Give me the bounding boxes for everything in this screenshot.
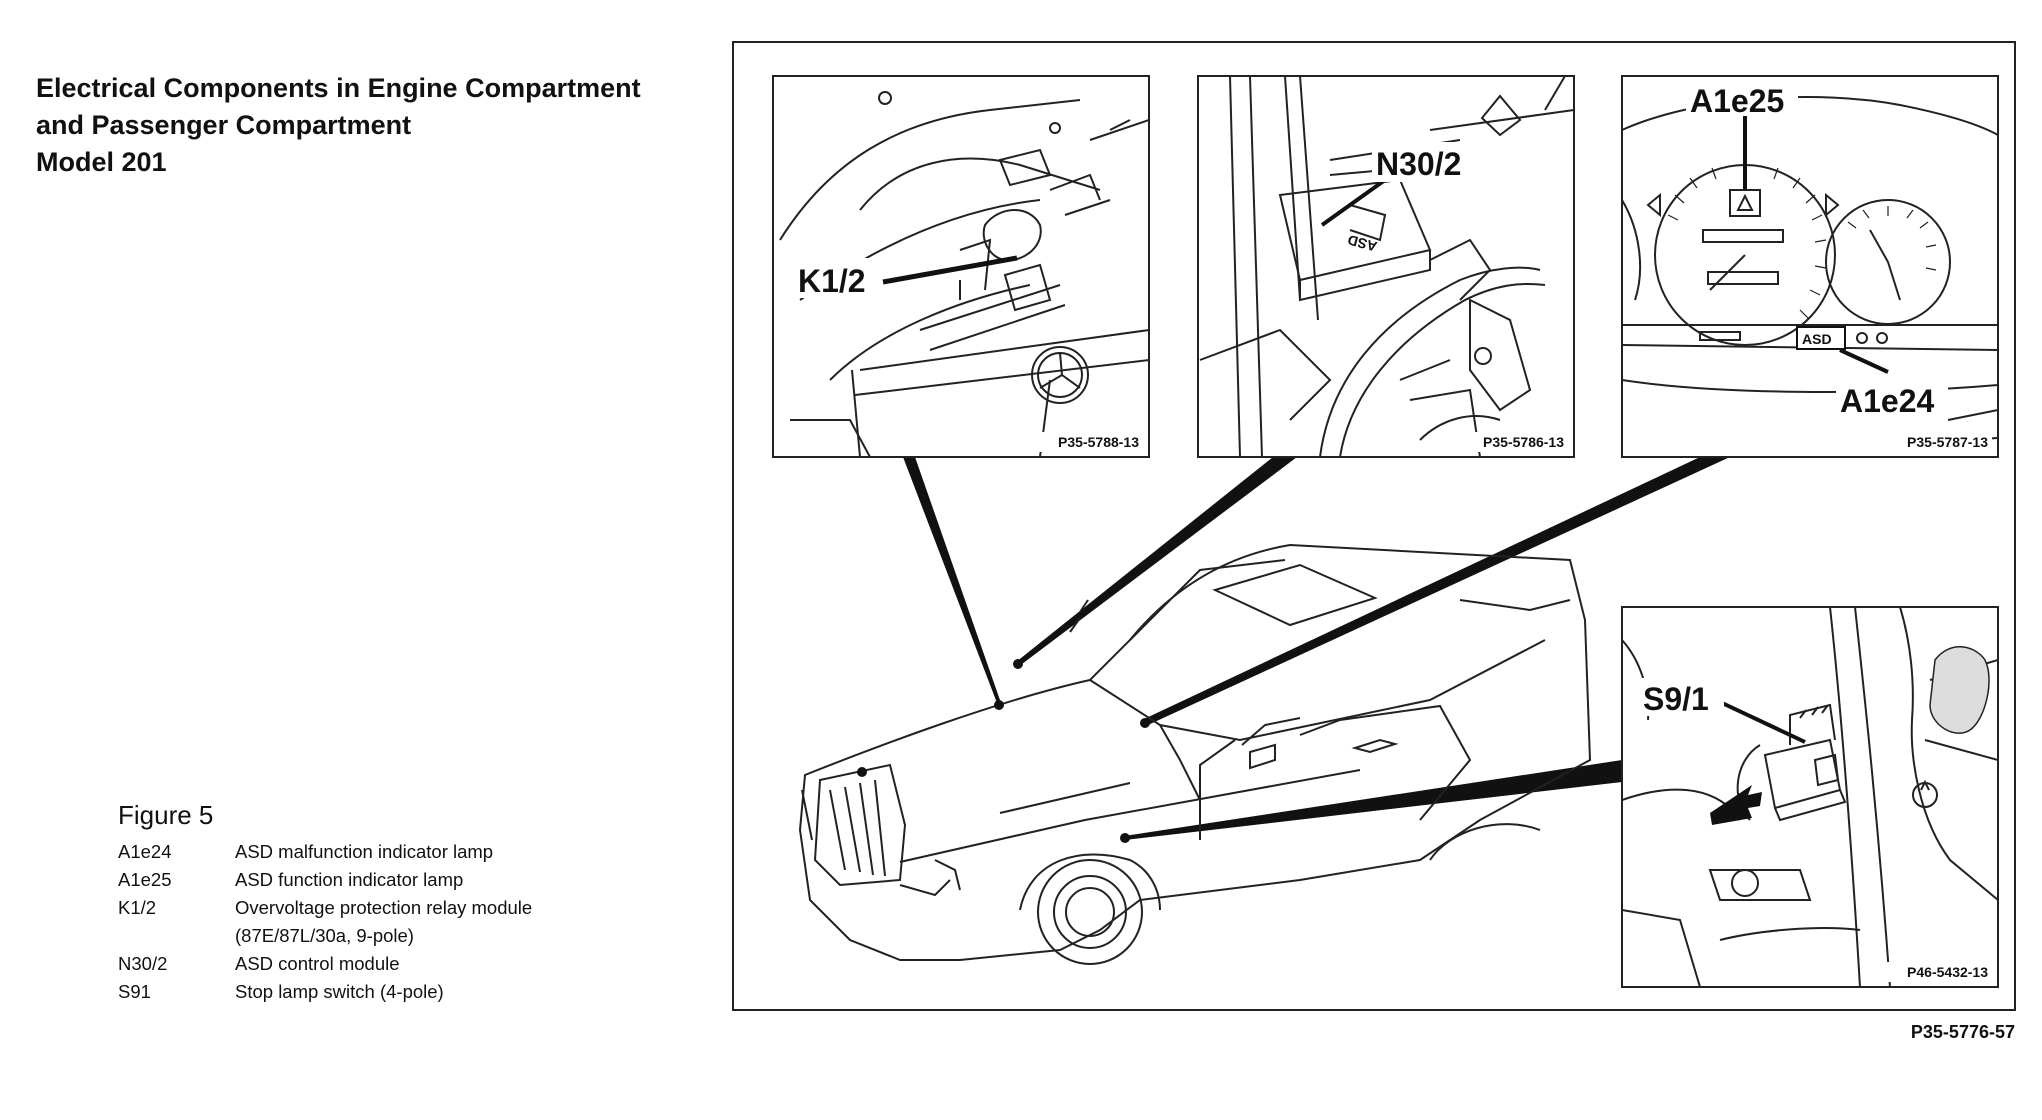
document-title: Electrical Components in Engine Compartm… (36, 70, 676, 181)
legend-code: N30/2 (118, 953, 168, 974)
legend-code: A1e25 (118, 869, 172, 890)
leader-lines (903, 457, 1730, 840)
legend-desc: Overvoltage protection relay module (235, 897, 533, 918)
car-illustration (798, 543, 1592, 965)
legend-code: K1/2 (118, 897, 157, 918)
title-line-2: and Passenger Compartment (36, 110, 412, 140)
pointer-arrow-icon (1710, 785, 1762, 825)
asd-lamp-tag: ASD (1802, 331, 1832, 347)
inset-panel-cluster: ASD A1e25 A1e24 P35-5787-13 (1621, 75, 1999, 458)
panel-code-1: P35-5788-13 (1058, 434, 1139, 450)
legend-desc: ASD control module (235, 953, 400, 974)
inset-panel-n302: ASD N30/2 P35-5786-13 (1197, 75, 1575, 458)
legend-code: S91 (118, 981, 151, 1002)
panel-code-4: P46-5432-13 (1907, 964, 1988, 980)
location-markers (857, 659, 1150, 843)
inset-panel-s91: S9/1 P46-5432-13 (1621, 606, 1999, 988)
panel-code-2: P35-5786-13 (1483, 434, 1564, 450)
figure-label: Figure 5 (118, 800, 214, 830)
legend-desc: Stop lamp switch (4-pole) (235, 981, 444, 1002)
legend-desc: ASD function indicator lamp (235, 869, 464, 890)
callout-s91: S9/1 (1643, 681, 1709, 717)
callout-n302: N30/2 (1376, 146, 1461, 182)
callout-a1e25: A1e25 (1690, 83, 1784, 119)
main-frame (732, 41, 2016, 1011)
foam-padding (1929, 646, 1990, 734)
callout-a1e24: A1e24 (1840, 383, 1935, 419)
main-figure-code: P35-5776-57 (1911, 1022, 2015, 1042)
legend-code: A1e24 (118, 841, 172, 862)
title-line-1: Electrical Components in Engine Compartm… (36, 73, 641, 103)
gauge-ticks (1667, 167, 1937, 319)
legend-desc: ASD malfunction indicator lamp (235, 841, 494, 862)
legend-desc: (87E/87L/30a, 9-pole) (235, 925, 414, 946)
callout-k12: K1/2 (798, 263, 866, 299)
panel-code-3: P35-5787-13 (1907, 434, 1988, 450)
module-asd-marking: ASD (1346, 232, 1379, 255)
title-line-3: Model 201 (36, 147, 167, 177)
inset-panel-k12: K1/2 P35-5788-13 (772, 75, 1150, 458)
